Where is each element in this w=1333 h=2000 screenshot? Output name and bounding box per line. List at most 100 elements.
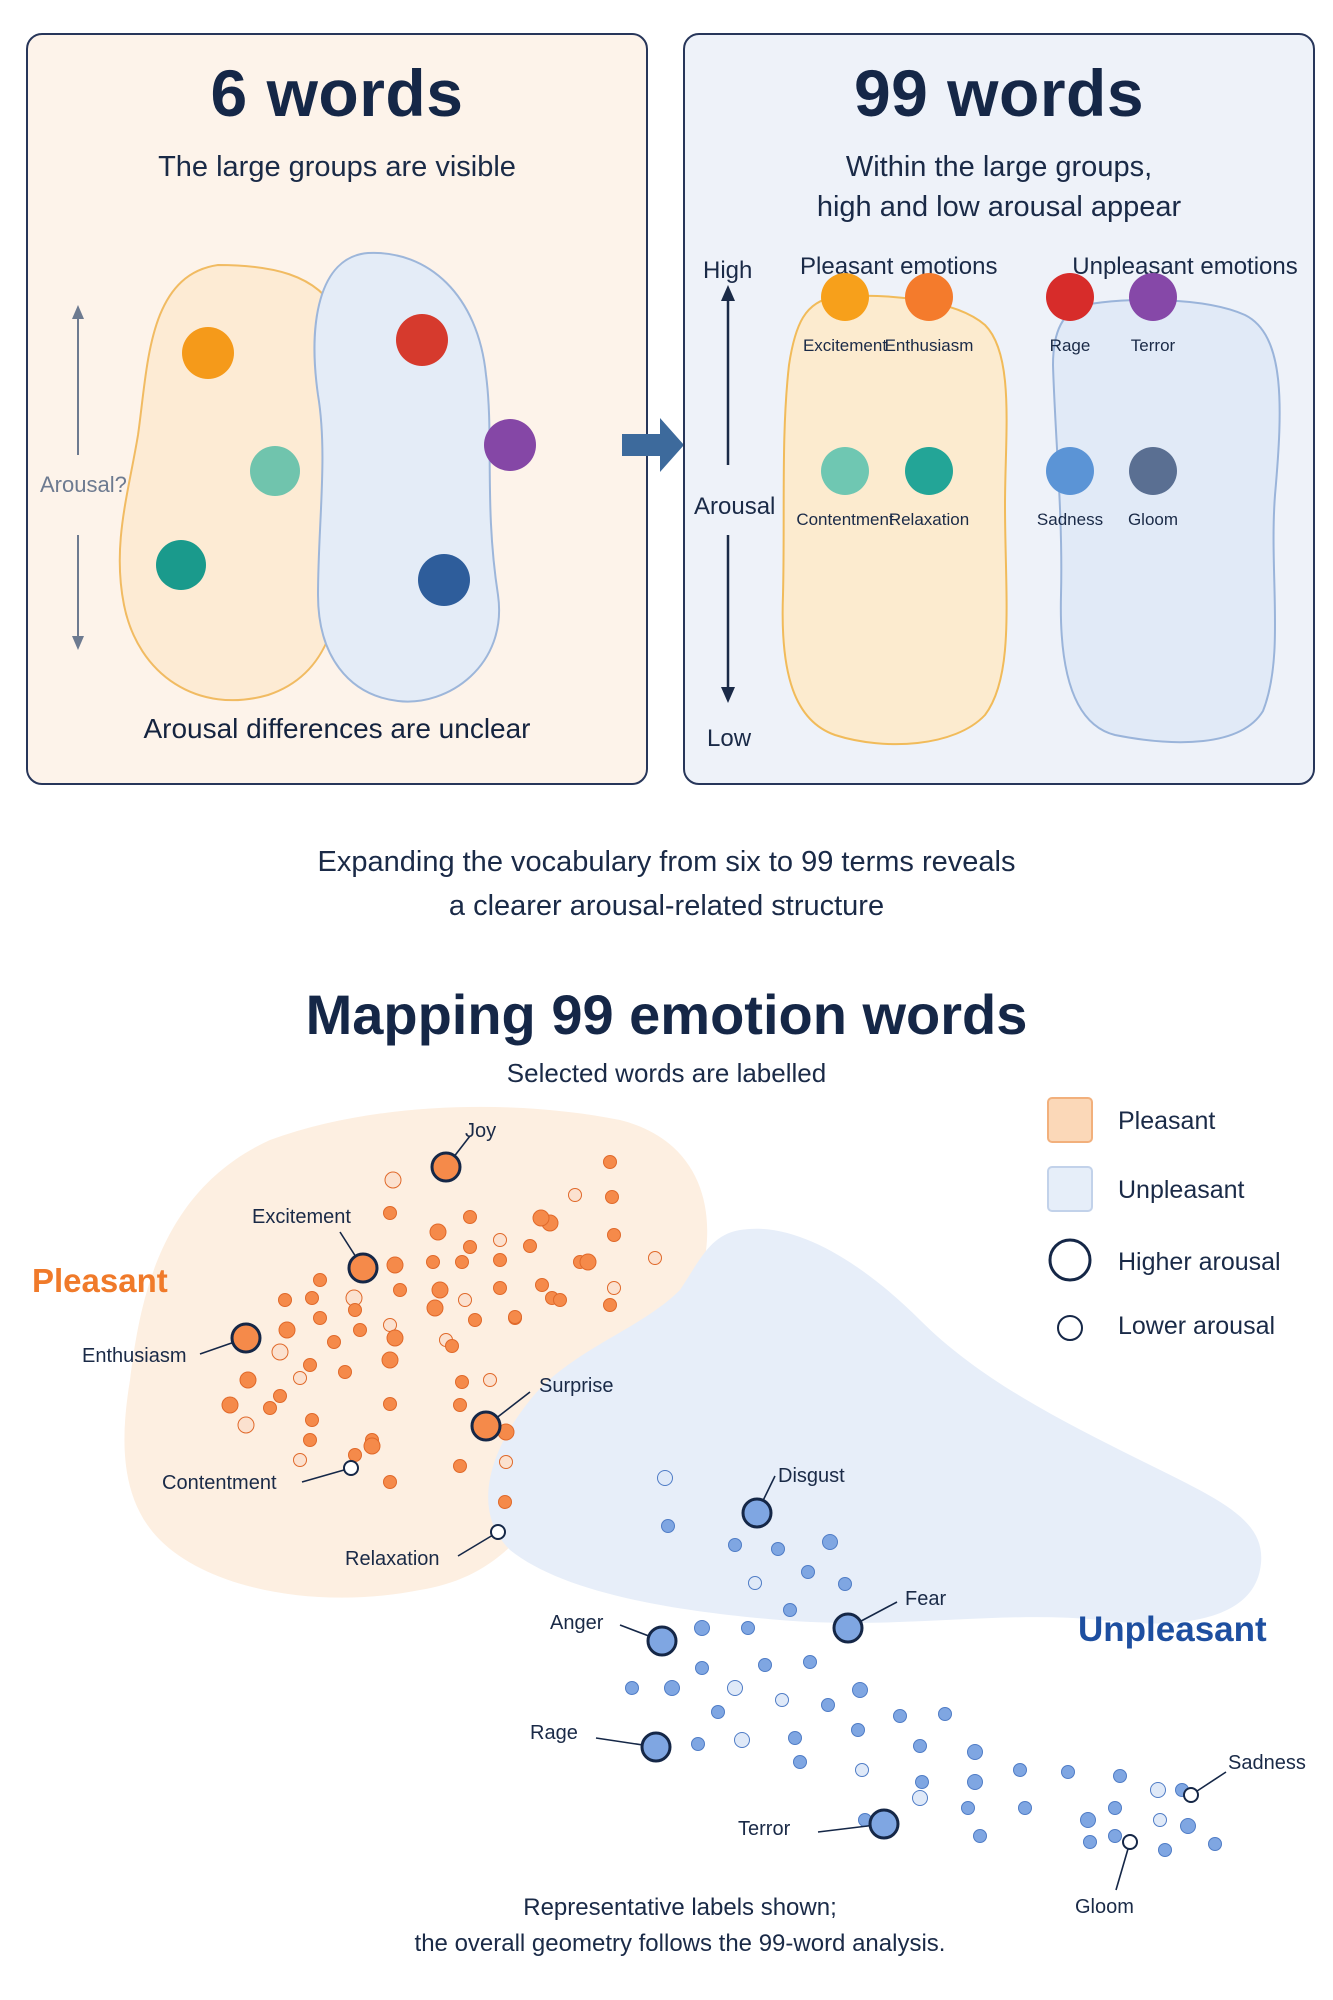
pleasant-word-dot [607,1228,621,1242]
pleasant-word-dot [426,1255,440,1269]
pleasant-word-dot [278,1293,292,1307]
unpleasant-word-dot [727,1680,743,1696]
dot-mint [250,446,300,496]
map-footnote: Representative labels shown; the overall… [330,1890,1030,1962]
unpleasant-label-rage: Rage [1050,336,1091,355]
unpleasant-dot-rage [1046,273,1094,321]
six-words-panel: 6 words The large groups are visible Aro… [26,33,648,785]
caption-line2: a clearer arousal-related structure [448,890,885,922]
unpleasant-word-dot [758,1658,772,1672]
pleasant-label-relaxation: Relaxation [889,510,969,529]
unpleasant-word-dot [801,1565,815,1579]
highlighted-dot-fear [832,1612,864,1644]
unpleasant-word-dot [1113,1769,1127,1783]
axis-high-label: High [703,257,753,284]
unpleasant-word-dot [1083,1835,1097,1849]
pleasant-word-dot [532,1209,550,1227]
ninety-nine-words-subtitle-line1: Within the large groups, [845,151,1153,183]
pleasant-word-dot [348,1448,362,1462]
unpleasant-word-dot [1180,1818,1196,1834]
unpleasant-word-dot [793,1755,807,1769]
pleasant-label-enthusiasm: Enthusiasm [885,336,974,355]
pleasant-word-dot [568,1188,582,1202]
pleasant-dot-relaxation [905,447,953,495]
unpleasant-word-dot [973,1829,987,1843]
word-label-disgust: Disgust [778,1465,845,1487]
unpleasant-word-dot [938,1707,952,1721]
unpleasant-word-dot [821,1698,835,1712]
map-title: Mapping 99 emotion words [305,983,1028,1046]
legend-higher-arousal-label: Higher arousal [1118,1248,1281,1276]
unpleasant-word-dot [1153,1813,1167,1827]
unpleasant-word-dot [775,1693,789,1707]
footnote-line2: the overall geometry follows the 99-word… [414,1930,946,1957]
pleasant-word-dot [305,1413,319,1427]
highlighted-dot-gloom [1122,1834,1138,1850]
pleasant-emotions-heading: Pleasant emotions [800,253,998,280]
unpleasant-word-dot [893,1709,907,1723]
pleasant-word-dot [327,1335,341,1349]
pleasant-dot-excitement [821,273,869,321]
pleasant-word-dot [498,1495,512,1509]
arrow-down-icon [72,636,84,650]
pleasant-word-dot [463,1210,477,1224]
legend-lower-arousal-icon [1057,1315,1083,1341]
axis-arousal-label: Arousal [694,493,776,520]
pleasant-word-dot [499,1455,513,1469]
unpleasant-word-dot [1108,1801,1122,1815]
word-dots [221,1155,1222,1857]
unpleasant-word-dot [1208,1837,1222,1851]
pleasant-word-dot [293,1453,307,1467]
word-label-fear: Fear [905,1588,947,1610]
unpleasant-word-dot [664,1680,680,1696]
unpleasant-word-dot [625,1681,639,1695]
dot-teal [156,540,206,590]
arrow-right-icon [622,418,684,472]
legend-unpleasant-swatch [1047,1166,1093,1212]
pleasant-group-blob [781,294,1008,746]
pleasant-word-dot [605,1190,619,1204]
unpleasant-word-dot [967,1744,983,1760]
pleasant-word-dot [305,1291,319,1305]
pleasant-word-dot [458,1293,472,1307]
unpleasant-word-dot [967,1774,983,1790]
footnote-line1: Representative labels shown; [523,1894,837,1921]
pleasant-word-dot [493,1281,507,1295]
unpleasant-word-dot [1061,1765,1075,1779]
pleasant-word-dot [383,1397,397,1411]
unpleasant-label-terror: Terror [1131,336,1176,355]
highlighted-dot-terror [868,1808,900,1840]
emotion-map [124,1106,1262,1891]
unpleasant-word-dot [913,1739,927,1753]
highlighted-dot-relaxation [490,1524,506,1540]
dot-blue [418,554,470,606]
word-label-excitement: Excitement [252,1206,351,1228]
unpleasant-word-dot [711,1705,725,1719]
unpleasant-word-dot [1158,1843,1172,1857]
pleasant-word-dot [445,1339,459,1353]
pleasant-dot-contentment [821,447,869,495]
highlighted-dot-disgust [741,1497,773,1529]
word-label-enthusiasm: Enthusiasm [82,1345,187,1367]
pleasant-word-dot [383,1206,397,1220]
pleasant-word-dot [455,1255,469,1269]
pleasant-word-dot [386,1329,404,1347]
pleasant-word-dot [603,1298,617,1312]
unpleasant-word-dot [852,1682,868,1698]
highlighted-dot-sadness [1183,1787,1199,1803]
unpleasant-word-dot [734,1732,750,1748]
pleasant-word-dot [263,1401,277,1415]
pleasant-word-dot [386,1256,404,1274]
arousal-grid-diagram [721,285,1281,746]
unpleasant-word-dot [694,1620,710,1636]
six-words-title: 6 words [210,56,464,130]
unpleasant-word-dot [803,1655,817,1669]
highlighted-dot-rage [640,1731,672,1763]
arrow-up-icon [72,305,84,319]
dot-orange [182,327,234,379]
unpleasant-word-dot [771,1542,785,1556]
unpleasant-dot-gloom [1129,447,1177,495]
pleasant-label-excitement: Excitement [803,336,887,355]
pleasant-word-dot [278,1321,296,1339]
caption-line1: Expanding the vocabulary from six to 99 … [317,846,1016,878]
